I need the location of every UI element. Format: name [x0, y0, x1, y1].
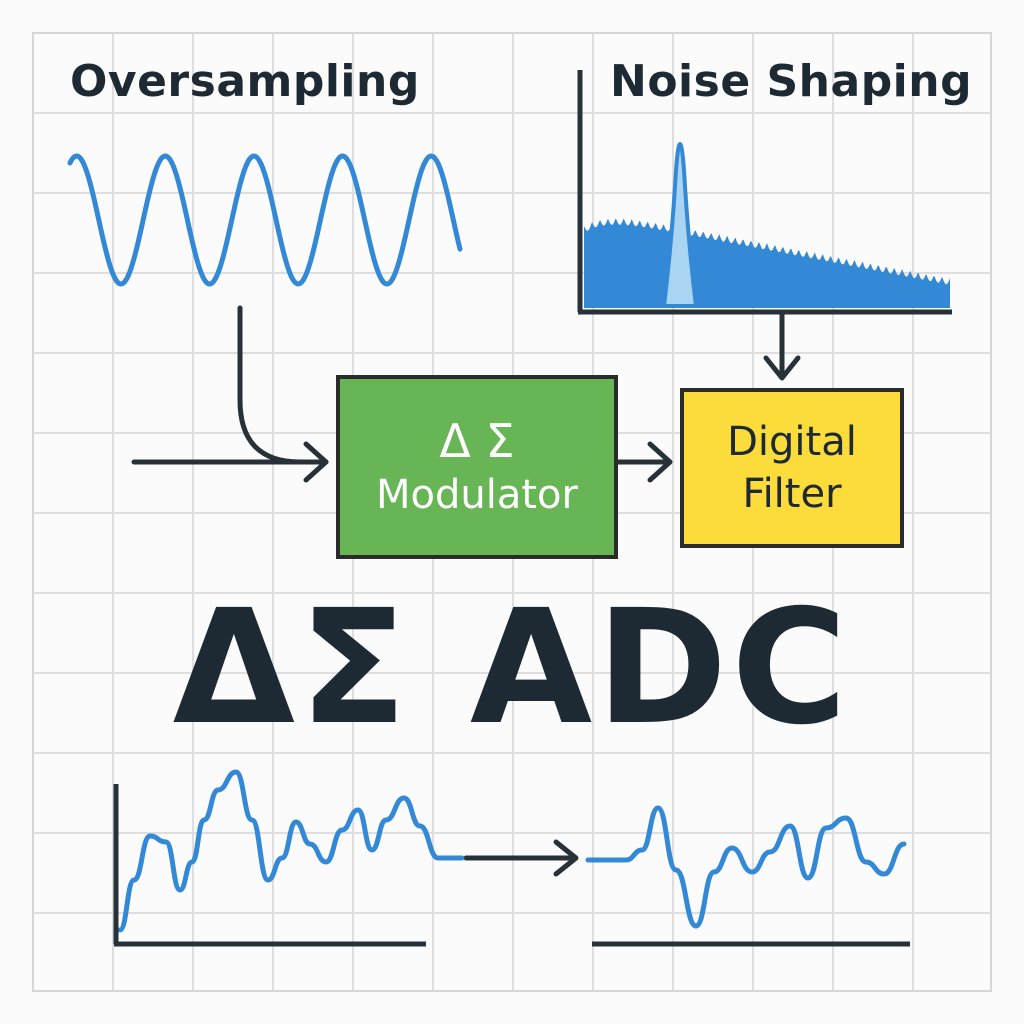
delta-sigma-symbol: Δ Σ — [439, 414, 515, 468]
filtered-output-plot — [585, 805, 910, 947]
spectrum-to-filter-arrowhead — [763, 355, 801, 381]
noise-shaping-title: Noise Shaping — [610, 56, 973, 107]
bitstream-waveform — [117, 769, 465, 933]
noise-spectrum-fill — [584, 218, 950, 308]
bitstream-plot — [113, 769, 465, 947]
modulator-to-filter-arrowhead — [647, 441, 673, 483]
noise-shaping-spectrum — [577, 70, 952, 315]
delta-sigma-modulator-block: Δ Σ Modulator — [336, 375, 618, 559]
filter-label-line2: Filter — [742, 471, 842, 517]
filtered-waveform — [585, 805, 907, 929]
filter-label-line1: Digital — [727, 419, 857, 465]
signal-peak — [661, 142, 699, 308]
connectors — [131, 305, 801, 877]
oversampling-to-modulator-arrow — [237, 305, 329, 465]
main-title: ΔΣ ADC — [172, 576, 852, 760]
oversampling-title: Oversampling — [70, 56, 420, 107]
output-arrowhead — [553, 839, 579, 877]
oversampling-to-modulator-arrowhead — [303, 441, 329, 483]
modulator-label: Modulator — [376, 472, 578, 518]
digital-filter-block: Digital Filter — [680, 388, 904, 548]
oversampling-sine-wave — [67, 153, 463, 287]
